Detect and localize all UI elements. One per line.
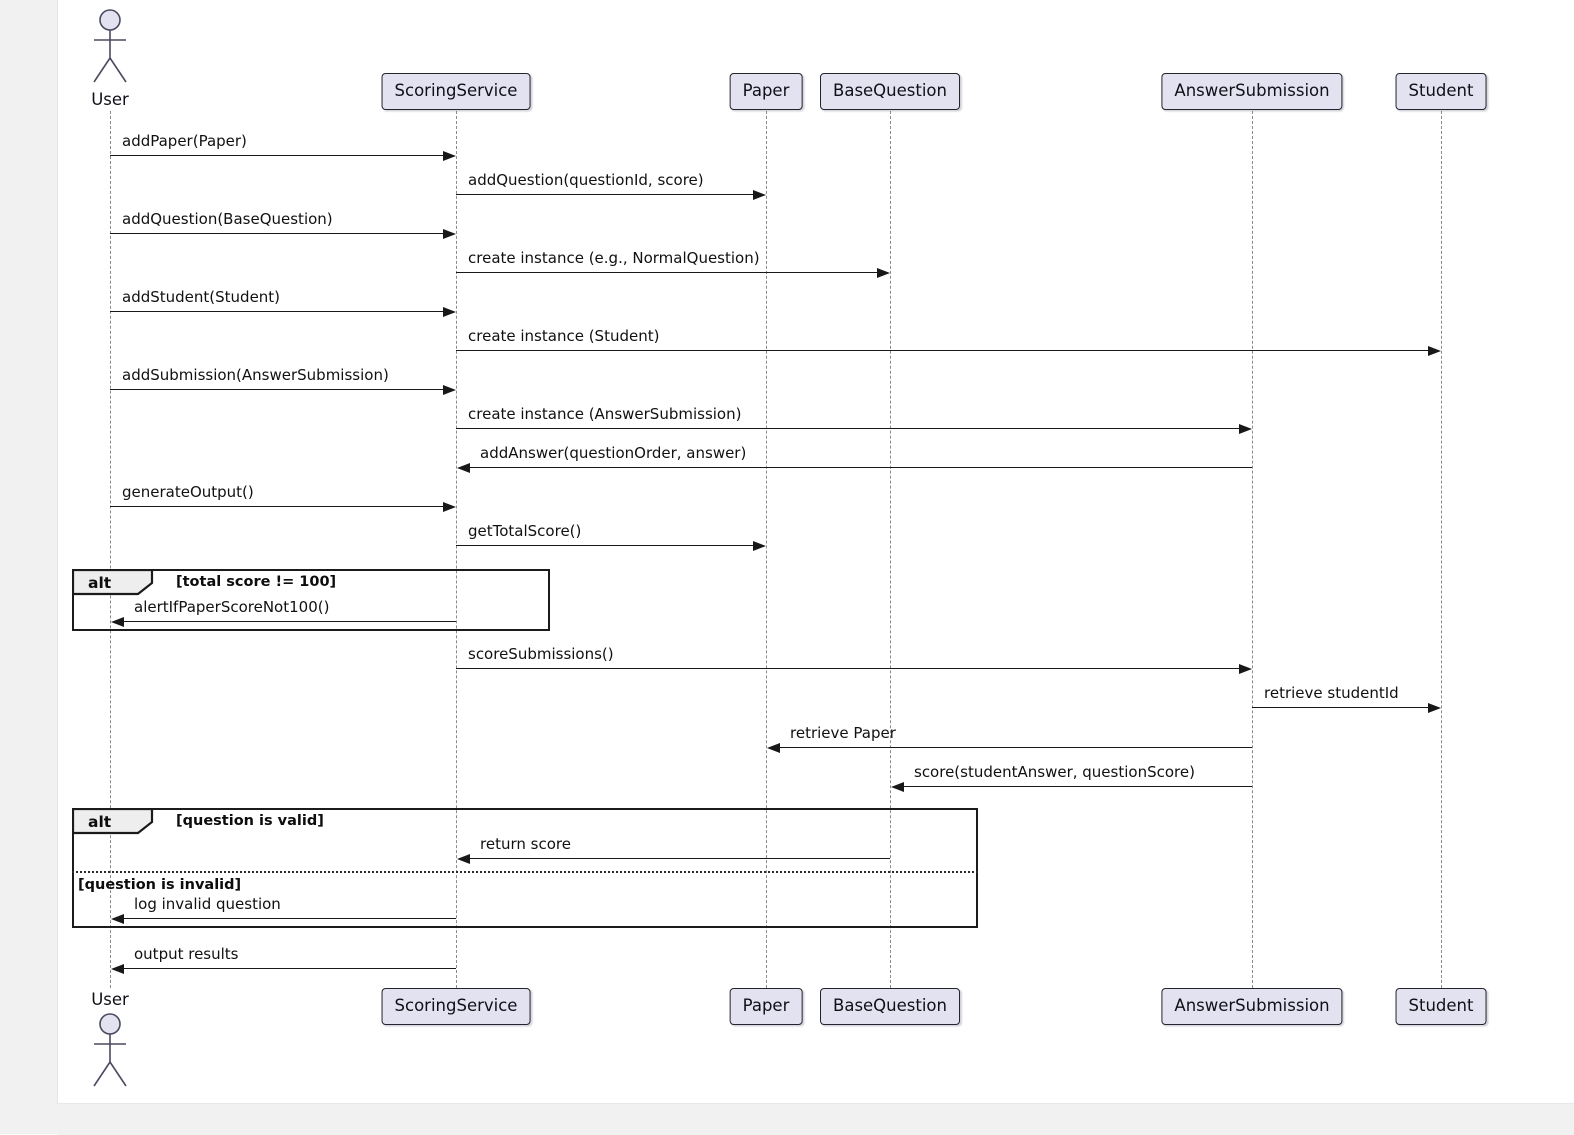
- participant-answersubmission-bottom: AnswerSubmission: [1161, 988, 1343, 1025]
- arrow-head-17: [111, 913, 124, 924]
- arrow-head-7: [1239, 423, 1252, 434]
- arrow-head-3: [877, 267, 890, 278]
- message-label-8: addAnswer(questionOrder, answer): [480, 444, 747, 462]
- alt-operator-tab-1: alt: [71, 807, 156, 840]
- arrow-head-2: [443, 228, 456, 239]
- message-line-18: [123, 968, 456, 969]
- message-label-9: generateOutput(): [122, 483, 254, 501]
- message-line-13: [1252, 707, 1428, 708]
- message-line-12: [456, 668, 1239, 669]
- message-line-5: [456, 350, 1428, 351]
- message-line-11: [123, 621, 456, 622]
- alt-guard-0: [total score != 100]: [176, 574, 337, 590]
- lifeline-scoringservice: [456, 111, 457, 988]
- arrow-head-15: [891, 781, 904, 792]
- left-gutter: [0, 0, 58, 1134]
- arrow-head-12: [1239, 663, 1252, 674]
- arrow-head-14: [767, 742, 780, 753]
- participant-answersubmission-top: AnswerSubmission: [1161, 73, 1343, 110]
- alt-divider-guard-1-0: [question is invalid]: [78, 877, 242, 893]
- message-line-4: [110, 311, 443, 312]
- message-label-5: create instance (Student): [468, 327, 660, 345]
- arrow-head-8: [457, 462, 470, 473]
- message-line-17: [123, 918, 456, 919]
- arrow-head-10: [753, 540, 766, 551]
- message-line-15: [903, 786, 1252, 787]
- alt-tab-shape: alt: [71, 807, 154, 835]
- message-label-16: return score: [480, 835, 571, 853]
- message-line-14: [779, 747, 1252, 748]
- message-label-2: addQuestion(BaseQuestion): [122, 210, 333, 228]
- participant-student-top: Student: [1395, 73, 1487, 110]
- lifeline-student: [1441, 111, 1442, 988]
- actor-figure-icon: [93, 9, 127, 83]
- message-line-10: [456, 545, 753, 546]
- message-line-6: [110, 389, 443, 390]
- alt-frame-0: [72, 569, 550, 631]
- actor-label-user: User: [91, 990, 129, 1009]
- message-label-0: addPaper(Paper): [122, 132, 247, 150]
- arrow-head-0: [443, 150, 456, 161]
- message-label-18: output results: [134, 945, 239, 963]
- alt-operator-tab-0: alt: [71, 568, 156, 601]
- message-label-13: retrieve studentId: [1264, 684, 1399, 702]
- message-label-1: addQuestion(questionId, score): [468, 171, 704, 189]
- participant-basequestion-top: BaseQuestion: [820, 73, 960, 110]
- svg-text:alt: alt: [88, 574, 112, 592]
- arrow-head-11: [111, 616, 124, 627]
- alt-divider-1-0: [72, 871, 978, 873]
- participant-scoringservice-top: ScoringService: [381, 73, 531, 110]
- participant-basequestion-bottom: BaseQuestion: [820, 988, 960, 1025]
- bottom-margin: [57, 1103, 1574, 1135]
- message-label-7: create instance (AnswerSubmission): [468, 405, 742, 423]
- arrow-head-6: [443, 384, 456, 395]
- lifeline-basequestion: [890, 111, 891, 988]
- participant-student-bottom: Student: [1395, 988, 1487, 1025]
- message-line-0: [110, 155, 443, 156]
- actor-label-user: User: [91, 90, 129, 109]
- message-label-17: log invalid question: [134, 895, 281, 913]
- message-line-16: [469, 858, 890, 859]
- arrow-head-4: [443, 306, 456, 317]
- message-label-15: score(studentAnswer, questionScore): [914, 763, 1195, 781]
- actor-figure-icon: [93, 1013, 127, 1087]
- lifeline-answersubmission: [1252, 111, 1253, 988]
- message-line-7: [456, 428, 1239, 429]
- alt-tab-shape: alt: [71, 568, 154, 596]
- arrow-head-1: [753, 189, 766, 200]
- message-label-11: alertIfPaperScoreNot100(): [134, 598, 330, 616]
- arrow-head-9: [443, 501, 456, 512]
- message-label-6: addSubmission(AnswerSubmission): [122, 366, 389, 384]
- svg-text:alt: alt: [88, 813, 112, 831]
- arrow-head-13: [1428, 702, 1441, 713]
- participant-scoringservice-bottom: ScoringService: [381, 988, 531, 1025]
- lifeline-paper: [766, 111, 767, 988]
- message-line-2: [110, 233, 443, 234]
- message-label-10: getTotalScore(): [468, 522, 582, 540]
- message-line-1: [456, 194, 753, 195]
- arrow-head-16: [457, 853, 470, 864]
- message-label-4: addStudent(Student): [122, 288, 281, 306]
- message-line-3: [456, 272, 877, 273]
- participant-paper-top: Paper: [729, 73, 803, 110]
- message-line-8: [469, 467, 1252, 468]
- message-label-14: retrieve Paper: [790, 724, 896, 742]
- message-label-3: create instance (e.g., NormalQuestion): [468, 249, 760, 267]
- arrow-head-5: [1428, 345, 1441, 356]
- alt-frame-1: [72, 808, 978, 928]
- alt-guard-1: [question is valid]: [176, 813, 324, 829]
- arrow-head-18: [111, 963, 124, 974]
- lifeline-user: [110, 111, 111, 988]
- message-label-12: scoreSubmissions(): [468, 645, 614, 663]
- message-line-9: [110, 506, 443, 507]
- participant-paper-bottom: Paper: [729, 988, 803, 1025]
